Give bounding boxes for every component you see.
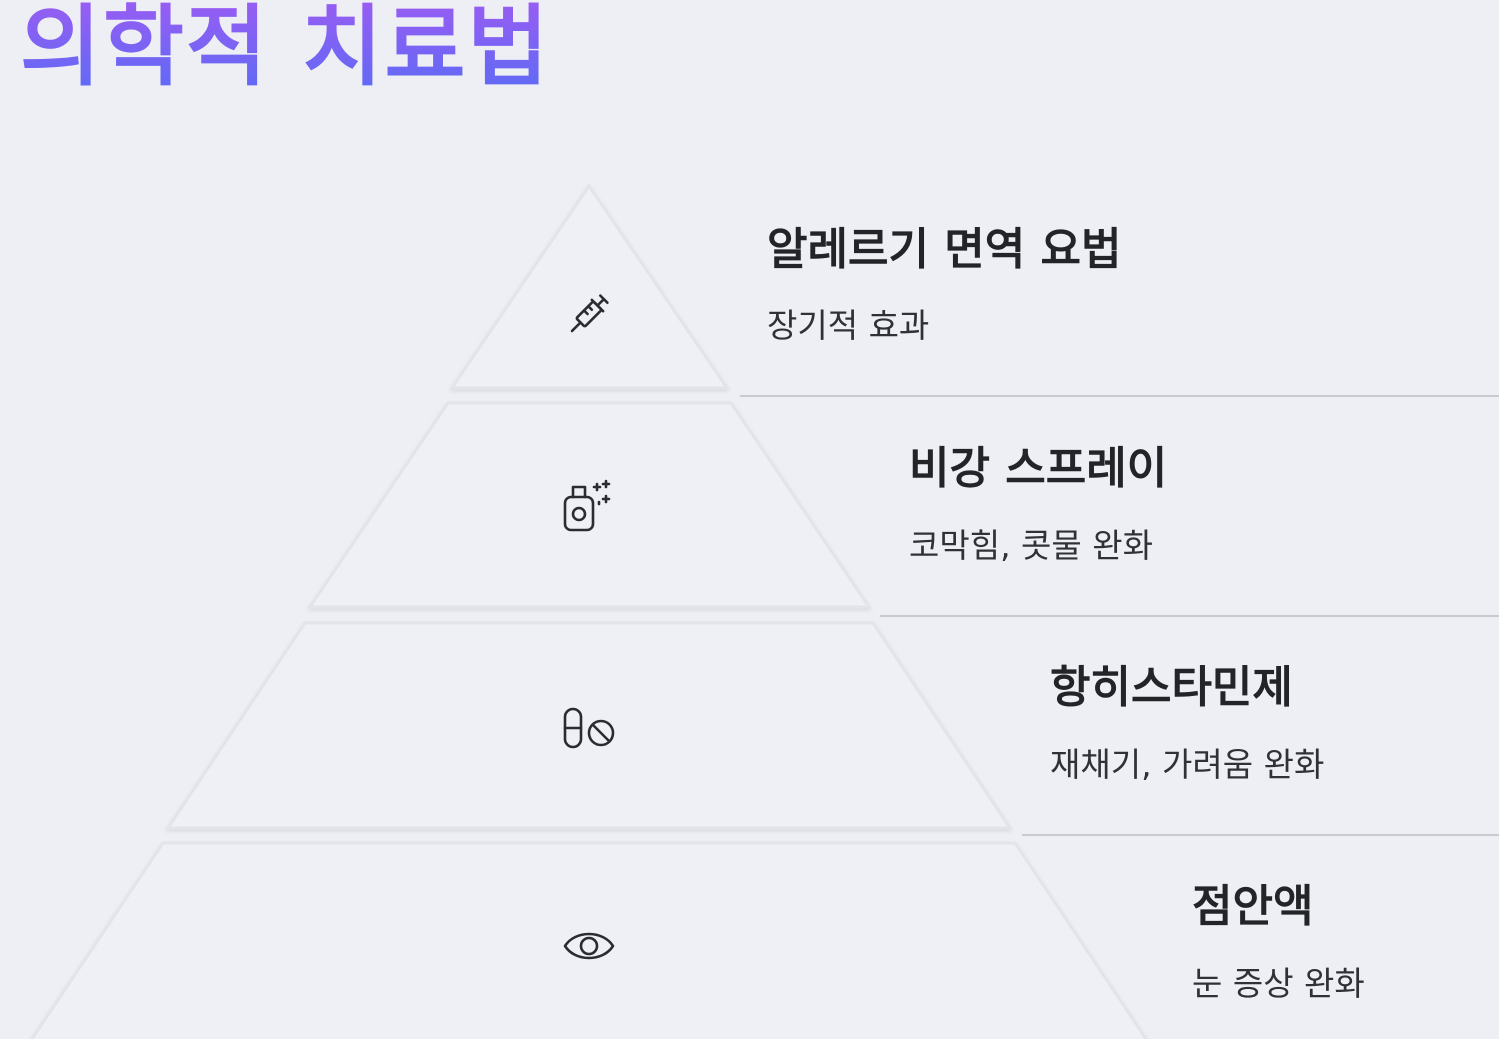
eye-icon [563,932,615,960]
tier-3-description: 재채기, 가려움 완화 [1050,745,1325,784]
spray-icon [563,479,611,532]
pill-icon [563,707,615,749]
syringe-icon [570,294,609,333]
tier-2-title: 비강 스프레이 [909,443,1168,494]
page-title: 의학적 치료법 [20,0,550,97]
tier-1-description: 장기적 효과 [767,306,930,345]
pyramid-tier-2 [307,401,872,609]
tier-4-description: 눈 증상 완화 [1192,964,1365,1003]
pyramid-tier-4 [30,841,1148,1039]
tier-4-title: 점안액 [1192,881,1314,932]
tier-2-description: 코막힘, 콧물 완화 [909,526,1153,565]
pyramid-tier-3 [165,621,1013,830]
tier-1-title: 알레르기 면역 요법 [767,224,1122,275]
pyramid-tier-1 [449,183,730,390]
tier-3-title: 항히스타민제 [1050,662,1293,713]
